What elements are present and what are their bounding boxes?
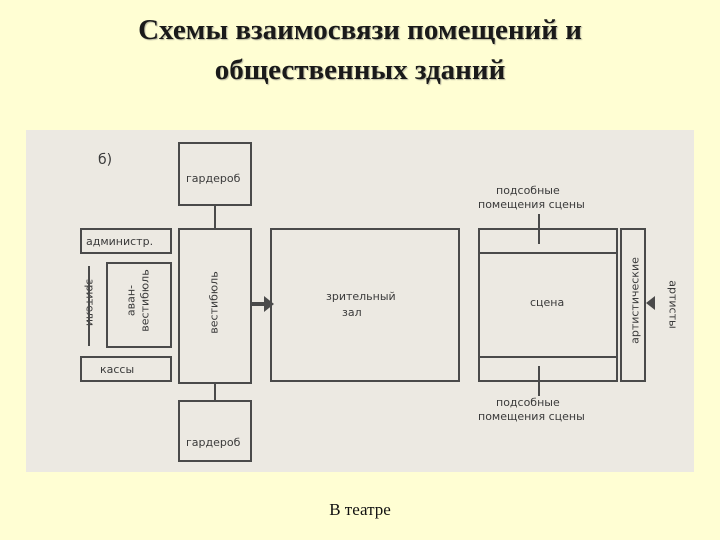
dressing-rooms-label: артистические (628, 257, 642, 344)
cloakroom-bottom-box: гардероб (178, 400, 252, 462)
ticket-office-box: кассы (80, 356, 172, 382)
connector-support-bottom (538, 366, 540, 396)
dressing-rooms-box: артистические (620, 228, 646, 382)
support-rooms-top-label-1: подсобные (496, 184, 560, 197)
lobby-label: вестибюль (207, 271, 221, 334)
cloakroom-top-label: гардероб (186, 172, 241, 185)
artists-arrow-icon (646, 296, 655, 310)
stage-top-divider (480, 252, 616, 254)
pre-lobby-box: аван- вестибюль (106, 262, 172, 348)
connector-cloakroom-bottom (214, 384, 216, 402)
arrow-head-icon (264, 296, 274, 312)
title-line-1: Схемы взаимосвязи помещений и (138, 14, 582, 46)
stage-block: сцена (478, 228, 618, 382)
auditorium-box: зрительный зал (270, 228, 460, 382)
viewers-label: зрители (83, 278, 97, 327)
pre-lobby-label-2: вестибюль (138, 269, 152, 332)
support-rooms-bottom-label-2: помещения сцены (478, 410, 585, 423)
pre-lobby-label-1: аван- (124, 284, 138, 317)
auditorium-label-2: зал (342, 306, 362, 319)
support-rooms-bottom-label-1: подсобные (496, 396, 560, 409)
stage-bottom-divider (480, 356, 616, 358)
connector-cloakroom-top (214, 206, 216, 228)
slide-caption: В театре (329, 500, 391, 519)
lobby-box: вестибюль (178, 228, 252, 384)
cloakroom-top-box: гардероб (178, 142, 252, 206)
administration-box: администр. (80, 228, 172, 254)
cloakroom-bottom-label: гардероб (186, 436, 241, 449)
auditorium-label-1: зрительный (326, 290, 396, 303)
title-line-2: общественных зданий (214, 54, 506, 86)
artists-label: артисты (666, 280, 680, 329)
stage-label: сцена (530, 296, 565, 309)
ticket-office-label: кассы (100, 363, 135, 376)
arrow-lobby-to-hall (252, 302, 268, 306)
diagram-variant-label: б) (98, 152, 113, 168)
administration-label: администр. (86, 235, 154, 248)
slide-title: Схемы взаимосвязи помещений и общественн… (0, 10, 720, 90)
theatre-diagram: б) гардероб администр. зрители аван- вес… (26, 130, 694, 472)
viewers-entry-line (88, 266, 90, 346)
support-rooms-top-label-2: помещения сцены (478, 198, 585, 211)
